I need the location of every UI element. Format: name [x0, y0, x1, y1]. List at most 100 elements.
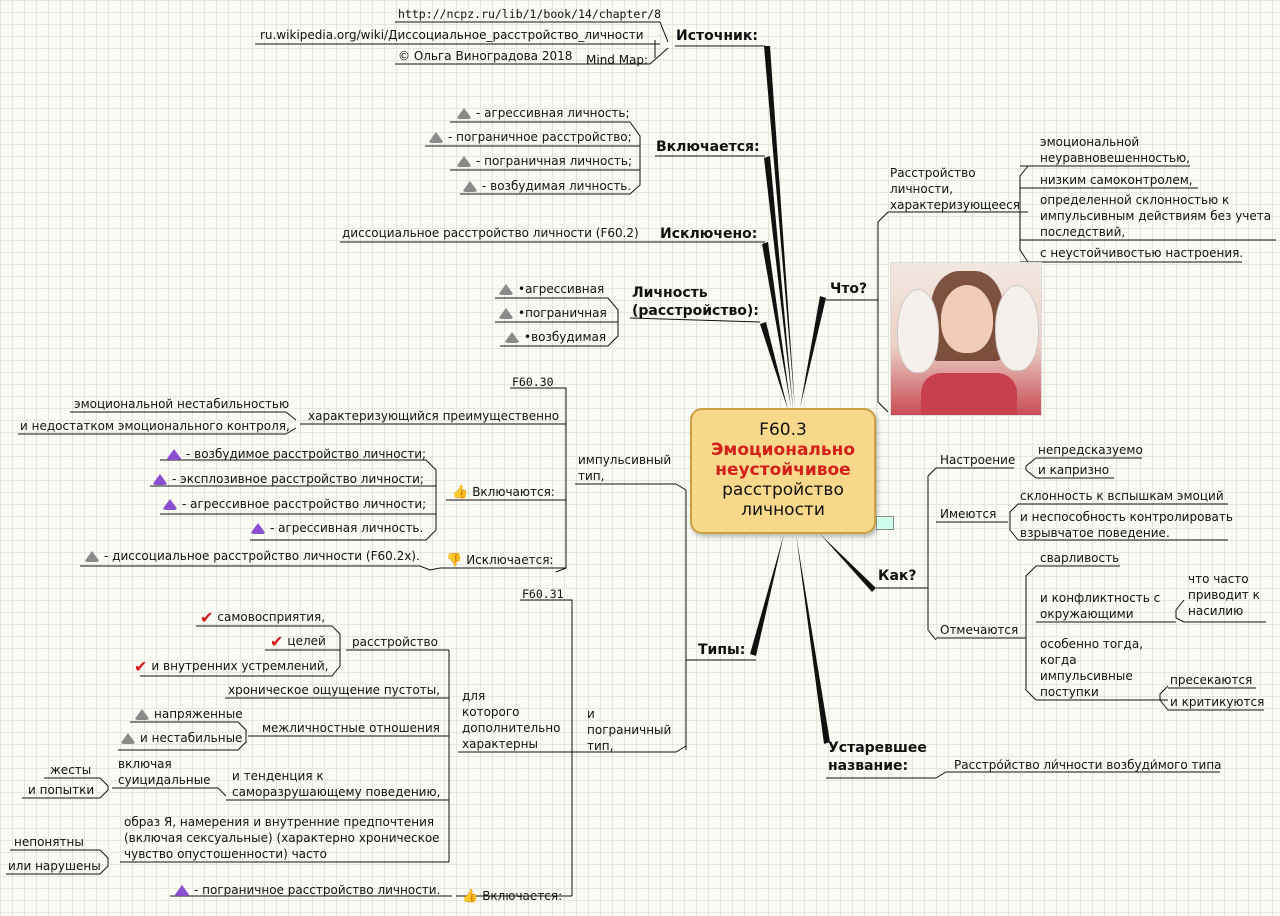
- branch-excluded: [762, 242, 791, 408]
- center-title-line2: неустойчивое: [715, 460, 851, 480]
- impulsive-inc-label: 👍Включаются:: [452, 484, 555, 500]
- old-name-label-2[interactable]: название:: [828, 758, 909, 774]
- source-url-2[interactable]: ru.wikipedia.org/wiki/Диссоциальное_расс…: [260, 28, 644, 42]
- what-item-3b: импульсивным действиям без учета: [1040, 209, 1272, 223]
- gray-pyramid-icon: [120, 733, 136, 744]
- how-label[interactable]: Как?: [878, 568, 917, 584]
- excluded-item: диссоциальное расстройство личности (F60…: [342, 226, 639, 240]
- how-mood: Настроение: [940, 453, 1016, 467]
- borderline-tendency-1: и тенденция к: [232, 769, 324, 783]
- how-noted-b2: окружающими: [1040, 607, 1134, 621]
- impulsive-char: характеризующийся преимущественно: [308, 409, 560, 423]
- borderline-char-2: которого: [462, 705, 520, 719]
- how-noted-c-item: и критикуются: [1170, 695, 1265, 709]
- branch-source: [764, 46, 795, 408]
- borderline-suicidal-item: жесты: [50, 763, 92, 777]
- purple-pyramid-icon: [152, 474, 168, 485]
- includes-item: - пограничное расстройство;: [428, 129, 632, 145]
- personality-item: •возбудимая: [504, 329, 606, 345]
- what-item-1a: эмоциональной: [1040, 135, 1140, 149]
- includes-item: - возбудимая личность.: [462, 178, 631, 194]
- borderline-label-1: и: [587, 707, 595, 721]
- source-label[interactable]: Источник:: [676, 28, 758, 44]
- borderline-char-4: характерны: [462, 737, 538, 751]
- how-noted-b-sub: что часто: [1188, 572, 1249, 586]
- link-icon[interactable]: [876, 516, 894, 530]
- gray-pyramid-icon: [456, 156, 472, 167]
- borderline-inc-label: 👍Включается:: [462, 888, 563, 904]
- gray-pyramid-icon: [134, 709, 150, 720]
- borderline-suicidal-2: суицидальные: [118, 773, 211, 787]
- borderline-char-1: для: [462, 689, 486, 703]
- how-noted: Отмечаются: [940, 623, 1019, 637]
- includes-label[interactable]: Включается:: [656, 139, 760, 155]
- impulsive-code: F60.30: [512, 375, 554, 389]
- checkmark-icon: ✔: [200, 607, 214, 627]
- borderline-disorder: расстройство: [352, 635, 438, 649]
- purple-pyramid-icon: [166, 449, 182, 460]
- old-name-label-1[interactable]: Устаревшее: [828, 740, 927, 756]
- source-url-1[interactable]: http://ncpz.ru/lib/1/book/14/chapter/8: [398, 7, 662, 21]
- what-label[interactable]: Что?: [830, 281, 868, 297]
- what-item-1b: неуравновешенностью,: [1040, 151, 1190, 165]
- impulsive-label-2: тип,: [578, 469, 605, 483]
- types-label[interactable]: Типы:: [698, 642, 746, 658]
- borderline-label-3: тип,: [587, 739, 614, 753]
- branch-old: [796, 534, 830, 744]
- impulsive-exc-item: - диссоциальное расстройство личности (F…: [84, 548, 420, 564]
- personality-label-line1[interactable]: Личность: [632, 285, 708, 301]
- borderline-relations-item: и нестабильные: [120, 730, 242, 746]
- what-item-3a: определенной склонностью к: [1040, 193, 1230, 207]
- woman-with-masks-image: [890, 262, 1042, 416]
- checkmark-icon: ✔: [270, 631, 284, 651]
- gray-pyramid-icon: [428, 132, 444, 143]
- branch-types: [750, 534, 784, 656]
- borderline-self-item: непонятны: [14, 835, 84, 849]
- borderline-char-3: дополнительно: [462, 721, 561, 735]
- borderline-self-item: или нарушены: [8, 859, 101, 873]
- borderline-suicidal-1: включая: [118, 757, 172, 771]
- purple-pyramid-icon: [162, 499, 178, 510]
- how-noted-b1: и конфликтность с: [1040, 591, 1161, 605]
- borderline-disorder-item: ✔самовосприятия,: [200, 607, 326, 627]
- gray-pyramid-icon: [504, 332, 520, 343]
- gray-pyramid-icon: [498, 284, 514, 295]
- how-noted-c-item: пресекаются: [1170, 673, 1253, 687]
- personality-item: •пограничная: [498, 305, 607, 321]
- borderline-inc-item: - пограничное расстройство личности.: [174, 882, 440, 898]
- how-have-item: склонность к вспышкам эмоций: [1020, 489, 1224, 503]
- borderline-self-2: (включая сексуальные) (характерно хронич…: [124, 831, 440, 845]
- borderline-self-3: чувство опустошенности) часто: [124, 847, 327, 861]
- impulsive-inc-item: - эксплозивное расстройство личности;: [152, 471, 424, 487]
- what-item-2: низким самоконтролем,: [1040, 173, 1193, 187]
- branch-personality: [760, 322, 788, 410]
- how-noted-c: особенно тогда,: [1040, 637, 1144, 651]
- borderline-emptiness: хроническое ощущение пустоты,: [228, 683, 440, 697]
- purple-pyramid-icon: [250, 523, 266, 534]
- personality-item: •агрессивная: [498, 281, 604, 297]
- borderline-suicidal-item: и попытки: [28, 783, 95, 797]
- excluded-label[interactable]: Исключено:: [660, 226, 758, 242]
- impulsive-inc-item: - возбудимое расстройство личности;: [166, 446, 426, 462]
- personality-label-line2[interactable]: (расстройство):: [632, 303, 759, 319]
- how-noted-b-sub: приводит к: [1188, 588, 1260, 602]
- center-title-line1: Эмоционально: [710, 440, 856, 460]
- includes-item: - пограничная личность;: [456, 153, 632, 169]
- how-have-item: взрывчатое поведение.: [1020, 526, 1170, 540]
- borderline-disorder-item: ✔целей: [270, 631, 326, 651]
- how-noted-c: поступки: [1040, 685, 1099, 699]
- what-desc-3: характеризующееся: [890, 198, 1020, 212]
- what-item-3c: последствий,: [1040, 225, 1126, 239]
- borderline-relations: межличностные отношения: [262, 721, 440, 735]
- impulsive-label-1: импульсивный: [578, 453, 672, 467]
- impulsive-char-item: эмоциональной нестабильностью: [74, 397, 290, 411]
- gray-pyramid-icon: [84, 551, 100, 562]
- thumbs-up-icon: 👍: [462, 888, 479, 904]
- source-mindmap: Mind Map:: [586, 53, 649, 67]
- old-name-item: Расстро́йство ли́чности возбуди́мого тип…: [954, 758, 1222, 772]
- impulsive-inc-item: - агрессивная личность.: [250, 520, 423, 536]
- how-mood-item: непредсказуемо: [1038, 443, 1143, 457]
- central-topic[interactable]: F60.3 Эмоционально неустойчивое расстрой…: [690, 408, 876, 534]
